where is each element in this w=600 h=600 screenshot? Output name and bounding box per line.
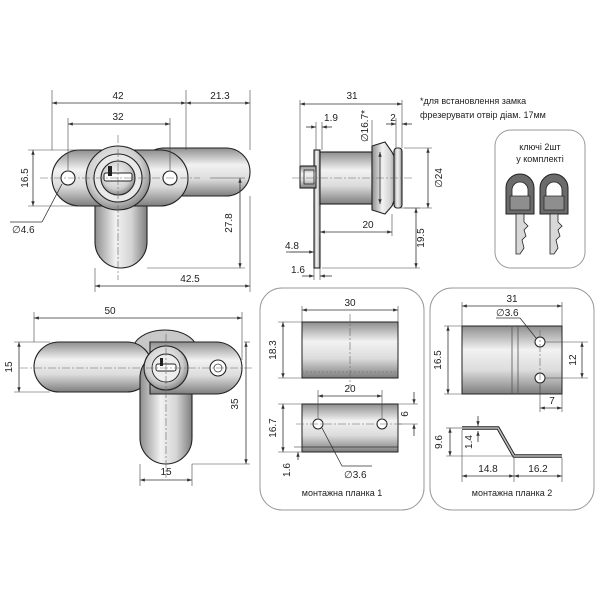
dim-plate2-31: 31: [506, 294, 518, 305]
dim-side-20: 20: [362, 220, 374, 231]
install-note-line-2: фрезерувати отвір діам. 17мм: [420, 110, 546, 120]
dim-front-42-5: 42.5: [180, 274, 200, 285]
keys-box: ключі 2шт у комплекті: [494, 129, 586, 269]
dim-front-27-8: 27.8: [224, 213, 235, 233]
dim-side-1-6: 1.6: [291, 265, 305, 276]
bottom-bar-horizontal: [33, 341, 153, 393]
dim-side-2: 2: [390, 113, 396, 124]
dim-front-32: 32: [112, 112, 124, 123]
dim-front-21-3: 21.3: [210, 91, 230, 102]
dim-plate2-1-4: 1.4: [464, 435, 475, 449]
dim-plate1-18-3: 18.3: [268, 340, 279, 360]
keys-caption-line-1: ключі 2шт: [519, 142, 560, 152]
dim-plate1-hole-3-6: ∅3.6: [344, 470, 367, 481]
keyhole-notch: [108, 166, 112, 176]
dim-plate1-1-6: 1.6: [282, 463, 293, 477]
dim-bottom-15-left: 15: [4, 361, 15, 373]
dim-front-42: 42: [112, 91, 124, 102]
dim-plate1-20: 20: [344, 384, 356, 395]
bottom-view: 50 15 35 15: [4, 306, 252, 486]
install-note-line-1: *для встановлення замка: [420, 96, 526, 106]
plate-1-panel: 30 18.3 20 6 16.7 1.6 ∅3.6 монтажна план…: [259, 287, 425, 511]
dim-plate2-hole-3-6: ∅3.6: [496, 308, 519, 319]
dim-side-31: 31: [346, 91, 358, 102]
dim-plate1-6: 6: [400, 411, 411, 417]
dim-bottom-15: 15: [160, 467, 172, 478]
dim-bottom-35: 35: [230, 398, 241, 410]
plate-2-panel: 31 ∅3.6 16.5 12 7 9.6 1.4 14.8 16.2 монт…: [429, 287, 595, 511]
keys-caption-line-2: у комплекті: [516, 154, 564, 164]
key-icon-1: [505, 173, 535, 255]
plate-2-caption: монтажна планка 2: [472, 488, 552, 498]
dim-side-4-8: 4.8: [285, 241, 299, 252]
dim-side-1-9: 1.9: [324, 113, 338, 124]
dim-side-24: ∅24: [434, 168, 445, 188]
dim-side-16-7: ∅16.7*: [360, 110, 371, 142]
dim-plate2-7: 7: [549, 396, 555, 407]
dim-plate2-16-5: 16.5: [433, 350, 444, 370]
dim-front-16-5: 16.5: [20, 168, 31, 188]
dim-plate2-12: 12: [568, 354, 579, 366]
dim-side-19-5: 19.5: [416, 228, 427, 248]
front-view: 42 21.3 32 16.5 ∅4.6 27.8 42.5: [10, 90, 251, 292]
key-icon-2: [539, 173, 569, 255]
plate-1-caption: монтажна планка 1: [302, 488, 382, 498]
dim-plate1-30: 30: [344, 298, 356, 309]
dim-plate2-9-6: 9.6: [434, 435, 445, 449]
dim-bottom-50: 50: [104, 306, 116, 317]
dim-plate2-16-2: 16.2: [528, 464, 548, 475]
dim-plate1-16-7: 16.7: [268, 418, 279, 438]
side-view: 31 1.9 ∅16.7* 2 ∅24 20 19.5 4.8 1.6: [285, 91, 546, 280]
dim-plate2-14-8: 14.8: [478, 464, 498, 475]
dim-front-hole-4-6: ∅4.6: [12, 225, 35, 236]
